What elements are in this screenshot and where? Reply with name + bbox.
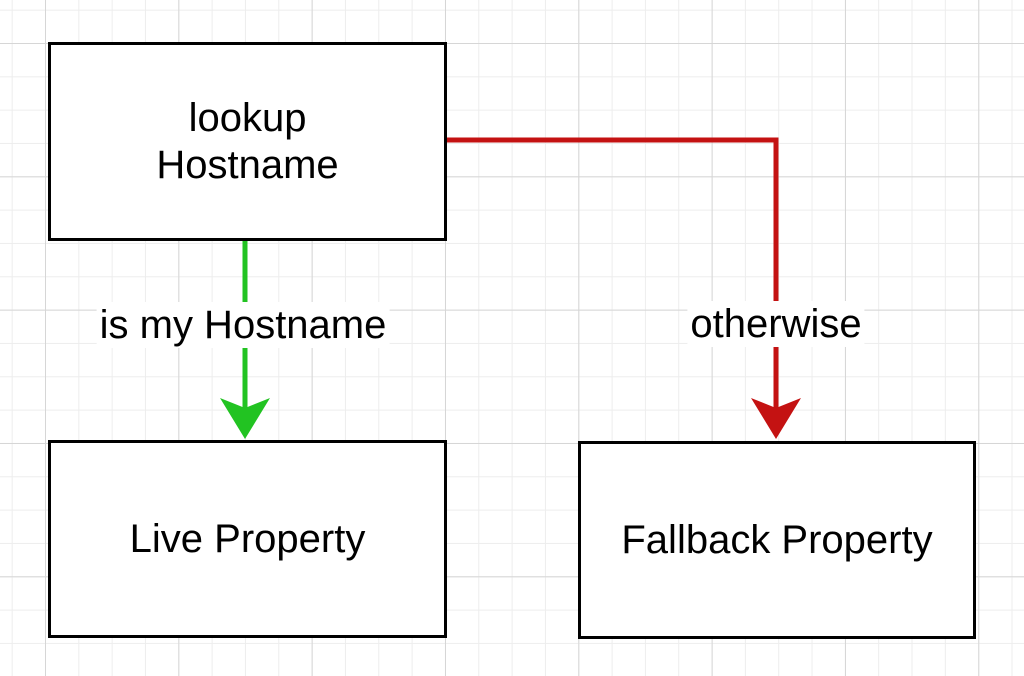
edge-otherwise-line [447,137,779,410]
arrowhead-down-icon [751,398,801,439]
node-lookup-hostname[interactable]: lookup Hostname [48,42,447,241]
node-live-property[interactable]: Live Property [48,440,447,638]
node-live-property-label: Live Property [129,516,366,561]
node-fallback-property[interactable]: Fallback Property [578,441,976,639]
node-fallback-property-label: Fallback Property [621,517,933,562]
edge-label-is-my-hostname[interactable]: is my Hostname [96,302,390,348]
edge-otherwise[interactable] [447,137,801,439]
node-lookup-hostname-label: lookup Hostname [156,95,339,187]
edge-label-otherwise[interactable]: otherwise [687,301,865,347]
arrowhead-down-icon [220,398,270,439]
